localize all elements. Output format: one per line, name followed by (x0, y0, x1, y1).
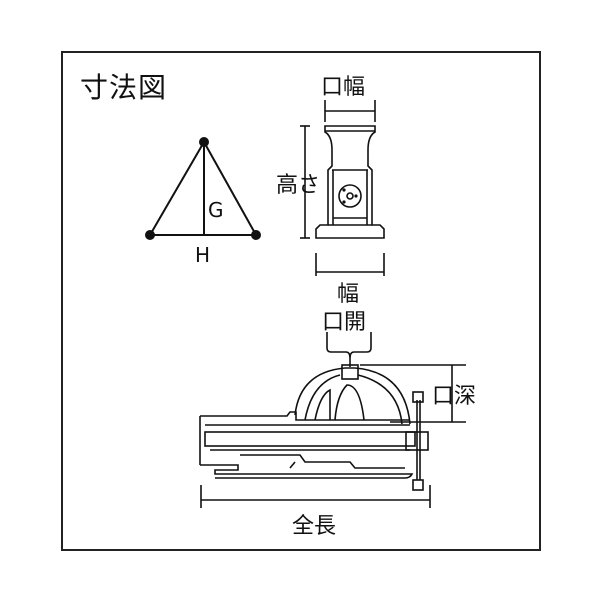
vertex-right (251, 230, 261, 240)
height-label: 高さ (276, 173, 320, 198)
side-view-vise (199, 332, 466, 508)
triangle-diagram (149, 141, 257, 236)
vertex-left (145, 230, 155, 240)
triangle-vertices (145, 137, 261, 240)
front-view-vise (300, 100, 385, 276)
front-view-holes (342, 188, 358, 204)
total-length-label: 全長 (292, 514, 336, 539)
jaw-opening-label: 口開 (322, 310, 366, 335)
diagram-frame (61, 51, 541, 551)
h-label: H (195, 243, 210, 267)
width-label: 幅 (337, 282, 359, 307)
vertex-top (199, 137, 209, 147)
jaw-width-label: 口幅 (321, 75, 365, 100)
g-label: G (208, 198, 224, 222)
jaw-depth-label: 口深 (432, 384, 476, 409)
diagram-title: 寸法図 (80, 71, 168, 104)
